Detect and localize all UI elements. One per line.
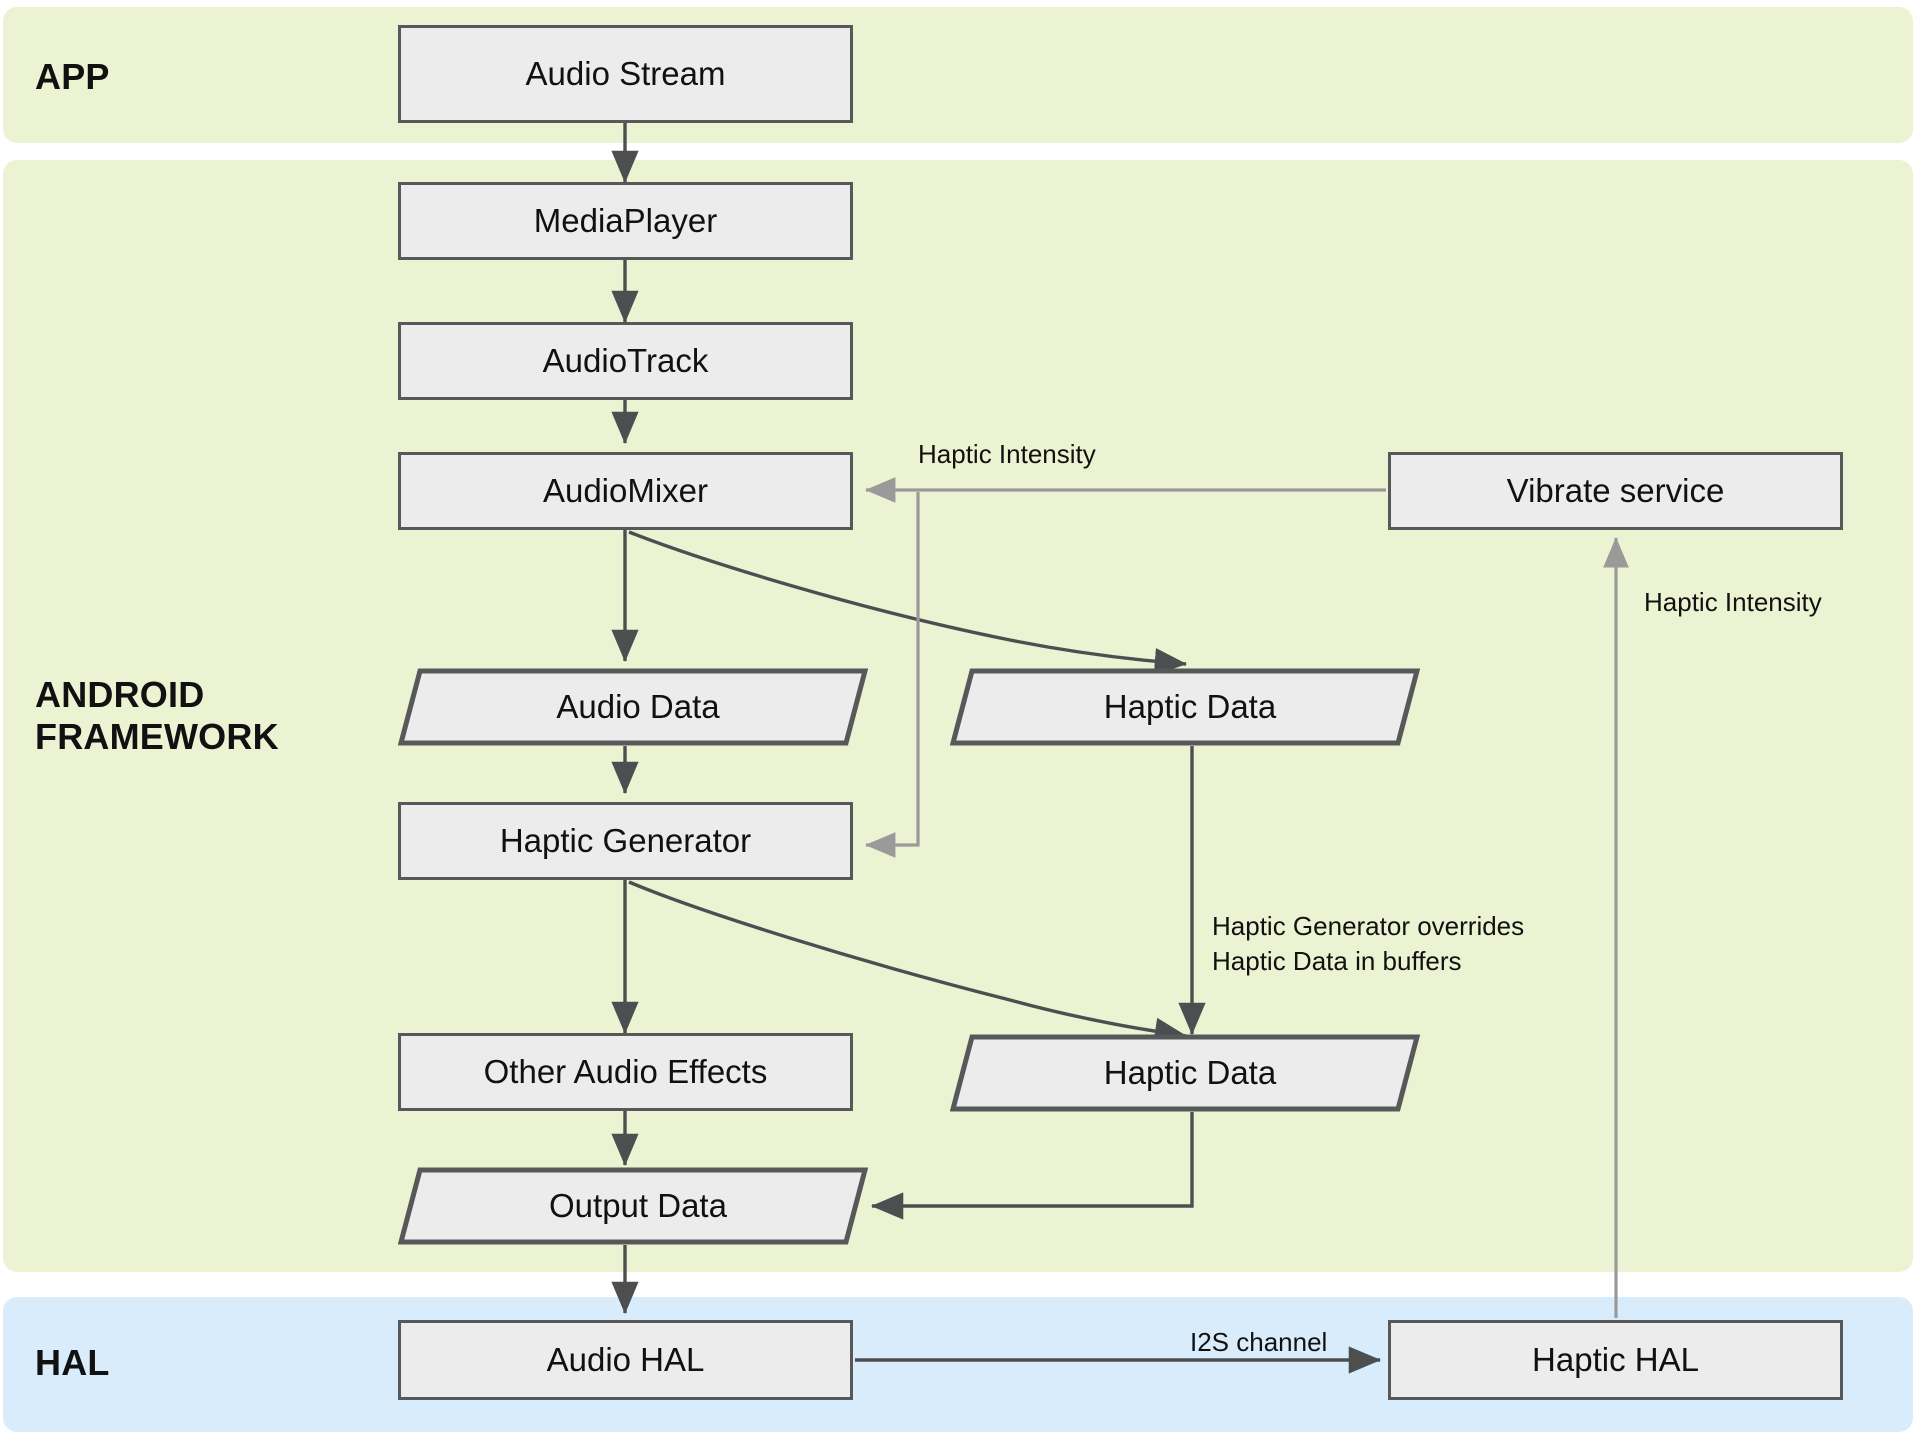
node-output-data[interactable]: Output Data <box>398 1167 868 1245</box>
node-audio-stream-label: Audio Stream <box>525 55 726 92</box>
node-haptic-generator[interactable]: Haptic Generator <box>398 802 853 880</box>
node-media-player[interactable]: MediaPlayer <box>398 182 853 260</box>
edge-label-override-note: Haptic Generator overrides Haptic Data i… <box>1212 911 1525 977</box>
node-audio-hal-label: Audio HAL <box>546 1341 705 1378</box>
node-media-player-label: MediaPlayer <box>533 202 718 239</box>
node-audio-mixer-label: AudioMixer <box>542 472 709 509</box>
edge-label-i2s-channel: I2S channel <box>1190 1327 1328 1357</box>
node-audio-stream[interactable]: Audio Stream <box>398 25 853 123</box>
audio-data-shape <box>398 668 868 746</box>
band-label-android-framework: ANDROID FRAMEWORK <box>35 674 279 758</box>
node-haptic-data-1[interactable]: Haptic Data <box>950 668 1420 746</box>
edge-label-haptic-intensity-mixer: Haptic Intensity <box>918 439 1096 469</box>
node-other-audio-effects[interactable]: Other Audio Effects <box>398 1033 853 1111</box>
node-haptic-data-1-label: Haptic Data <box>1103 688 1277 725</box>
node-haptic-generator-label: Haptic Generator <box>499 822 752 859</box>
edge-label-haptic-intensity-hal: Haptic Intensity <box>1644 587 1822 617</box>
haptic-data-1-shape <box>950 668 1420 746</box>
node-output-data-label: Output Data <box>549 1187 727 1224</box>
node-other-audio-effects-label: Other Audio Effects <box>483 1053 768 1090</box>
node-audio-data-label: Audio Data <box>556 688 720 725</box>
node-audio-hal[interactable]: Audio HAL <box>398 1320 853 1400</box>
node-haptic-hal-label: Haptic HAL <box>1532 1341 1699 1378</box>
node-haptic-data-2[interactable]: Haptic Data <box>950 1034 1420 1112</box>
band-label-hal: HAL <box>35 1342 110 1383</box>
node-haptic-data-2-label: Haptic Data <box>1103 1054 1277 1091</box>
node-audio-track[interactable]: AudioTrack <box>398 322 853 400</box>
node-vibrate-service[interactable]: Vibrate service <box>1388 452 1843 530</box>
node-audio-mixer[interactable]: AudioMixer <box>398 452 853 530</box>
band-label-app: APP <box>35 56 110 97</box>
haptic-data-2-shape <box>950 1034 1420 1112</box>
node-vibrate-service-label: Vibrate service <box>1506 472 1725 509</box>
band-app <box>3 7 1913 143</box>
output-data-shape <box>398 1167 868 1245</box>
node-audio-track-label: AudioTrack <box>542 342 709 379</box>
node-audio-data[interactable]: Audio Data <box>398 668 868 746</box>
node-haptic-hal[interactable]: Haptic HAL <box>1388 1320 1843 1400</box>
